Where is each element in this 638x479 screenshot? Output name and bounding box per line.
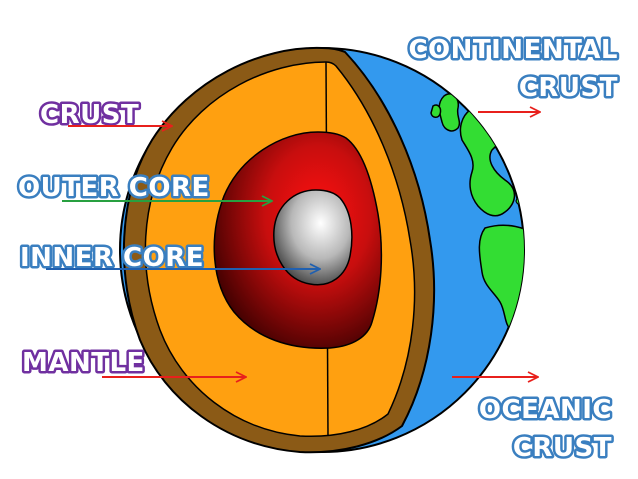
label-oceanic-crust-line2: CRUST [513,433,612,463]
island-small [430,104,442,118]
pointer-arrows [46,112,540,377]
earth-cutaway-icon [119,46,525,454]
label-continental-crust-line2: CRUST [519,73,618,103]
label-mantle: MANTLE [22,348,145,378]
inner-core-layer [273,189,353,286]
label-outer-core: OUTER CORE [18,173,210,203]
label-oceanic-crust-line1: OCEANIC [479,395,612,425]
label-continental-crust-line1: CONTINENTAL [408,35,618,65]
